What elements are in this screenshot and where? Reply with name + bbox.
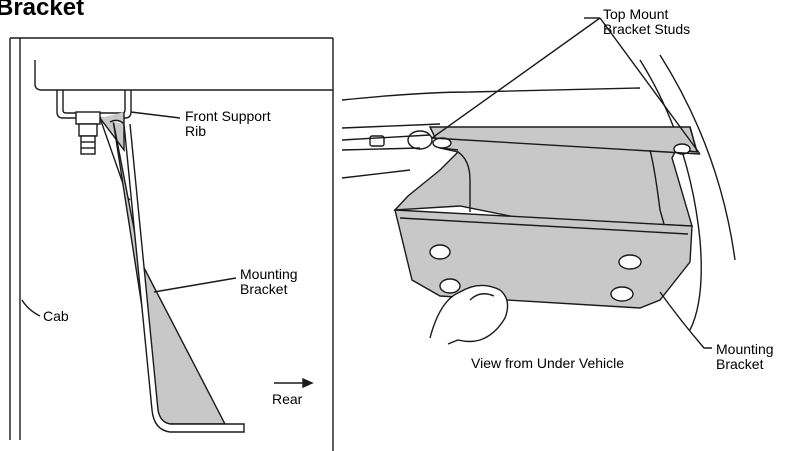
mounting-bracket-right-leader xyxy=(659,291,712,349)
studs-leader-right xyxy=(599,17,701,155)
hand xyxy=(429,284,509,345)
side-view-panel xyxy=(9,37,334,451)
cab-leader xyxy=(21,299,41,317)
label-mounting-bracket-right: Mounting Bracket xyxy=(716,341,774,372)
label-rear: Rear xyxy=(272,391,303,407)
washer xyxy=(78,123,98,137)
nut xyxy=(75,111,101,125)
bracket-hole xyxy=(429,244,451,260)
label-mounting-bracket-left: Mounting Bracket xyxy=(240,266,298,297)
frame-rail xyxy=(34,60,333,91)
under-vehicle-view xyxy=(341,17,736,349)
label-top-mount-bracket-studs: Top Mount Bracket Studs xyxy=(603,6,691,37)
mounting-bracket-face xyxy=(394,209,693,309)
studs-leader-left xyxy=(431,17,601,139)
label-cab: Cab xyxy=(43,308,69,324)
front-support-rib-leader xyxy=(130,111,181,119)
bracket-hole xyxy=(618,254,642,270)
label-front-support-rib: Front Support Rib xyxy=(185,108,271,139)
bracket-hole xyxy=(439,278,461,294)
bracket-hole xyxy=(610,286,634,302)
diagram-title: Bracket xyxy=(0,0,85,21)
stud-right xyxy=(673,143,691,155)
stud xyxy=(80,135,96,155)
mounting-bracket-left-leader xyxy=(153,277,237,293)
label-view-from-under-vehicle: View from Under Vehicle xyxy=(471,355,625,371)
